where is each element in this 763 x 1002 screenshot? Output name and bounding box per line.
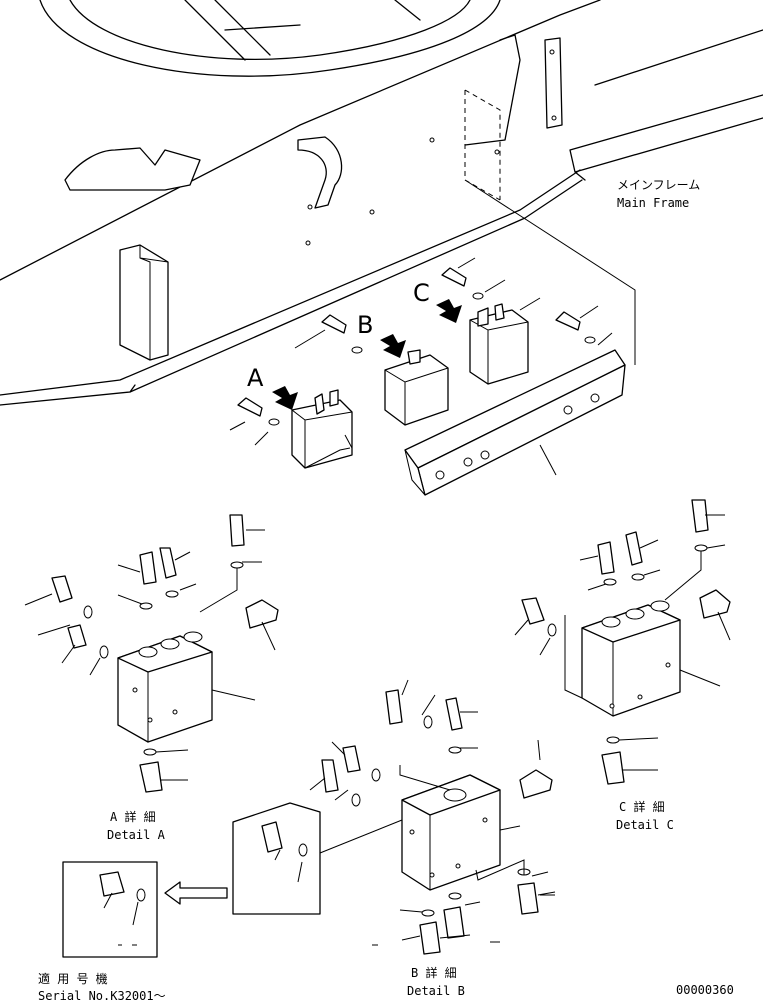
main-frame-label-jp: メインフレーム (617, 178, 700, 192)
detail-b-title-jp: B 詳 細 (411, 965, 457, 980)
view-label-b: B (357, 311, 373, 339)
detail-c (514, 499, 731, 785)
view-label-a: A (247, 364, 264, 392)
main-frame-label-en: Main Frame (617, 196, 689, 210)
partial-view-panel (232, 802, 403, 915)
serial-arrow (164, 881, 228, 905)
detail-a-title-jp: A 詳 細 (110, 809, 156, 824)
leader-lines-overview (229, 257, 613, 449)
main-frame (0, 0, 763, 406)
view-arrows (272, 299, 462, 410)
detail-c-title-en: Detail C (616, 818, 674, 832)
mounting-plate (404, 349, 626, 496)
detail-a (24, 514, 279, 793)
view-label-c: C (413, 279, 430, 307)
detail-a-title-en: Detail A (107, 828, 166, 842)
drawing-number: 00000360 (676, 983, 734, 997)
serial-detail-box (62, 861, 158, 958)
valve-assembly-b (321, 314, 449, 426)
detail-b-title-en: Detail B (407, 984, 465, 998)
valve-assembly-c (441, 267, 596, 385)
serial-label-en: Serial No.K32001～ (38, 989, 166, 1002)
valve-assembly-a (237, 389, 353, 469)
detail-b (309, 679, 556, 955)
detail-c-title-jp: C 詳 細 (619, 799, 665, 814)
serial-label-jp: 適 用 号 機 (38, 971, 108, 986)
